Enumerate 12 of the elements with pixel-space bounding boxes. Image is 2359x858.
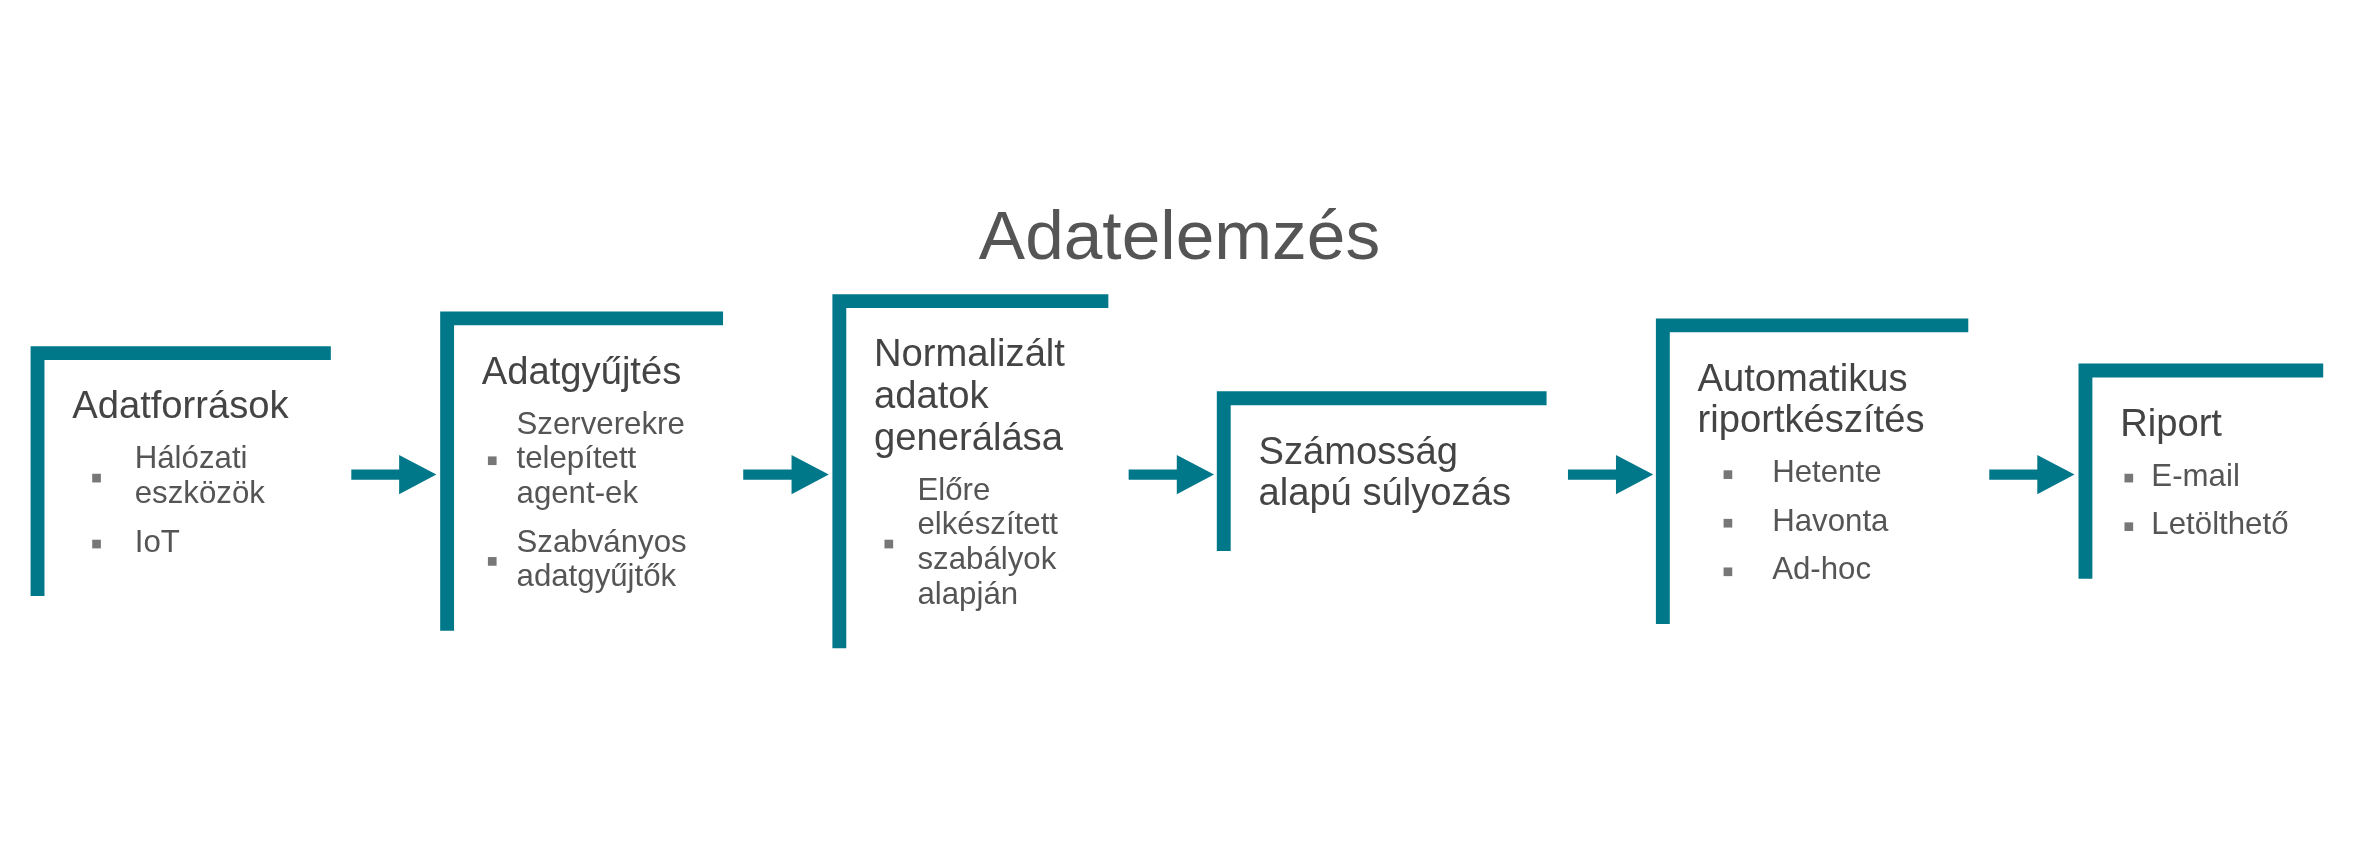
- diagram-title: Adatelemzés: [978, 195, 1381, 274]
- arrow: [743, 454, 829, 494]
- arrow: [1989, 454, 2075, 494]
- node-text: Automatikus riportkészítés Hetente Havonta Ad-hoc: [1697, 355, 1925, 586]
- arrow: [1128, 454, 1215, 494]
- arrow: [351, 454, 437, 494]
- node-text: Riport E-mail Letölthető: [2120, 400, 2289, 541]
- node-text: Számosság alapú súlyozás: [1258, 428, 1511, 513]
- node-text: Normalizált adatok generálása Előre elkészített szabályok alapján: [874, 330, 1065, 611]
- node-text: Adatforrások Hálózati eszközök IoT: [72, 382, 289, 559]
- node-text: Adatgyűjtés Szerverekre telepített agent-ek Szabványos adatgyűjtők: [481, 348, 687, 593]
- arrow: [1567, 454, 1654, 494]
